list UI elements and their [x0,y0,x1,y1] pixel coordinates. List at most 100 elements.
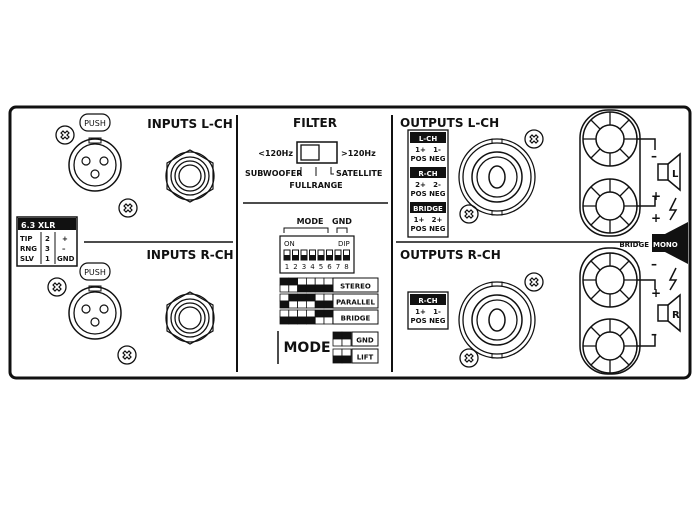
jack-input-right[interactable] [165,291,215,345]
dip-number: 3 [302,263,306,271]
screw-icon [55,125,75,145]
dip-key-lever [309,255,316,260]
mode-cell [314,300,325,309]
mode-cell [297,300,307,309]
plus-label: + [651,211,661,225]
filter-satellite-label: SATELLITE [336,169,382,178]
dip-key-lever [301,255,307,260]
mode-cell [332,355,343,364]
svg-text:2: 2 [45,235,50,243]
mode-cell [314,277,325,286]
mode-cell [279,284,290,293]
dip-mode-label: MODE [297,217,324,226]
binding-post-left-neg[interactable] [582,111,638,167]
mode-cell [332,348,343,357]
mode-cell [297,309,307,318]
dip-number: 4 [310,263,315,271]
lightning-icon [668,197,678,221]
screw-icon [459,204,479,224]
mode-cell [288,284,298,293]
mode-cell [279,293,290,302]
push-label: PUSH [84,268,106,277]
svg-text:1: 1 [45,255,50,263]
mode-cell [323,284,334,293]
binding-post-right-neg[interactable] [582,252,638,308]
bridge-mono-speaker-icon: MONO [652,222,688,264]
xlr-input-right[interactable]: PUSH [68,262,122,340]
mode-cell [279,277,290,286]
dip-key-lever [292,255,299,260]
dip-number: 1 [285,263,289,271]
jack-input-left[interactable] [165,149,215,203]
mode-cell [297,284,307,293]
filter-high-label: >120Hz [341,149,376,158]
filter-low-label: <120Hz [258,149,293,158]
plus-label: + [651,189,661,203]
filter-switch[interactable] [296,141,338,164]
binding-post-housing [579,247,641,375]
mode-label: BRIDGE [341,315,371,323]
binding-post-left-pos[interactable] [582,178,638,234]
speakon-output-right[interactable] [458,281,536,359]
mode-cell [288,309,298,318]
mode-cell [297,316,307,325]
speakon-output-left[interactable] [458,138,536,216]
dip-number: 2 [293,263,297,271]
bridge-label: BRIDGE [619,241,649,249]
dip-gnd-label: GND [332,217,352,226]
mode-label: PARALLEL [336,299,375,307]
screw-icon [524,129,544,149]
mode-label-box [332,277,379,293]
filter-subwoofer-label: SUBWOOFER [245,169,302,178]
mode-cell [314,284,325,293]
xlr-input-left[interactable]: PUSH [68,113,122,192]
mode-cell [288,300,298,309]
mode-cell [341,355,352,364]
mode-cell [305,277,316,286]
speaker-right-label: R [672,310,680,321]
minus-label: – [651,149,657,163]
svg-text:ON: ON [284,240,295,248]
dip-number: 5 [319,263,323,271]
outputs-left-title: OUTPUTS L-CH [400,116,499,130]
mode-cell [314,309,325,318]
mode-cell [305,300,316,309]
dip-number: 6 [327,263,332,271]
binding-post-right-pos[interactable] [582,318,638,374]
svg-text:DIP: DIP [338,240,350,248]
mode-title: MODE [283,340,330,356]
outputs-right-title: OUTPUTS R-CH [400,248,501,262]
svg-text:MONO: MONO [653,241,678,249]
mode-cell [279,309,290,318]
minus-label: – [651,327,657,341]
mode-cell [288,316,298,325]
mode-cell [323,316,334,325]
push-label: PUSH [84,119,106,128]
mode-cell [314,293,325,302]
dip-key-lever [335,255,341,260]
binding-post-housing [579,109,641,237]
mode-cell [332,331,343,340]
mode-cell [305,284,316,293]
filter-fullrange-label: FULLRANGE [289,181,342,190]
mode-cell [341,348,352,357]
screw-icon [117,345,137,365]
mode-cell [332,338,343,347]
mode-cell [305,309,316,318]
mode-cell [279,316,290,325]
speaker-left-label: L [672,169,679,180]
dip-number: 8 [344,263,348,271]
mode-cell [341,338,352,347]
inputs-left-title: INPUTS L-CH [147,117,233,131]
svg-text:6.3 XLR: 6.3 XLR [21,221,55,230]
pin-polarity: POS NEG [411,190,446,198]
panel-frame [8,105,692,380]
screw-icon [47,277,67,297]
mode-cell [279,300,290,309]
pin-polarity: POS NEG [411,225,446,233]
screw-icon [459,348,479,368]
svg-text:RNG: RNG [20,245,37,253]
pin-numbers: 1+ 1- [415,308,441,316]
